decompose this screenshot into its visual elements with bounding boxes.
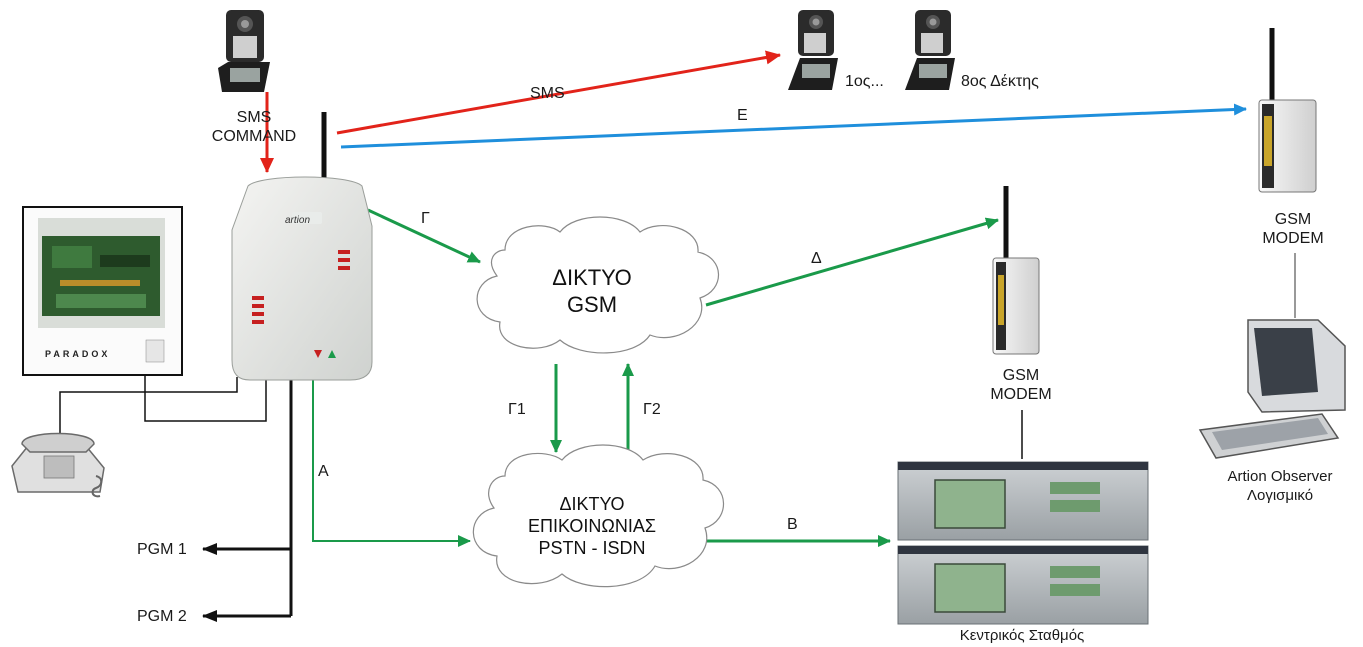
path-b-label: Β [787,516,798,533]
e-arrow [340,103,1247,149]
gsm-modem-right [1258,28,1317,193]
gsm-modem-center [992,186,1040,355]
pgm2-label: PGM 2 [137,608,187,625]
pstn-cloud-label-2: ΕΠΙΚΟΙΝΩΝΙΑΣ [527,516,657,536]
communicator-device [231,112,373,381]
observer-label-2: Λογισμικό [1246,487,1314,504]
telephone-icon [11,432,105,498]
gsm-cloud-label-1: ΔΙΚΤΥΟ [552,265,632,290]
sms-command-label-2: COMMAND [211,128,297,145]
modem-center-label-1: GSM [1002,367,1040,384]
sms-label: SMS [530,85,565,102]
pstn-network-cloud [472,444,725,588]
path-d-label: Δ [811,250,822,267]
d-arrow [705,217,999,307]
modem-right-label-1: GSM [1274,211,1312,228]
sms-command-phone-icon [218,10,270,92]
central-station-racks [897,461,1149,625]
g-arrow [367,208,481,264]
observer-label-1: Artion Observer [1227,468,1333,485]
gsm-cloud-label-2: GSM [566,292,618,317]
gsm-network-cloud [476,216,720,354]
path-g1-label: Γ1 [508,401,526,418]
recipient-phone-1-icon [788,10,838,90]
recipient-eighth-label: 8ος Δέκτης [961,73,1039,90]
pstn-cloud-label-3: PSTN - ISDN [538,538,646,558]
path-a-label: Α [318,463,329,480]
alarm-panel [22,206,183,376]
path-g-label: Γ [421,210,430,227]
modem-center-label-2: MODEM [990,386,1052,403]
pgm1-label: PGM 1 [137,541,187,558]
panel-link [144,375,267,422]
modem-right-label-2: MODEM [1262,230,1324,247]
panel-brand: PARADOX [45,349,111,359]
path-g2-label: Γ2 [643,401,661,418]
recipient-first-label: 1ος... [845,73,884,90]
path-e-label: Ε [737,107,748,124]
a-arrow [312,378,471,547]
central-station-label: Κεντρικός Σταθμός [959,627,1085,644]
pstn-cloud-label-1: ΔΙΚΤΥΟ [559,494,625,514]
computer-icon [1198,319,1346,459]
sms-arrow [336,50,781,135]
communicator-brand: artion [285,215,311,226]
recipient-phone-8-icon [905,10,955,90]
sms-command-label-1: SMS [236,109,272,126]
